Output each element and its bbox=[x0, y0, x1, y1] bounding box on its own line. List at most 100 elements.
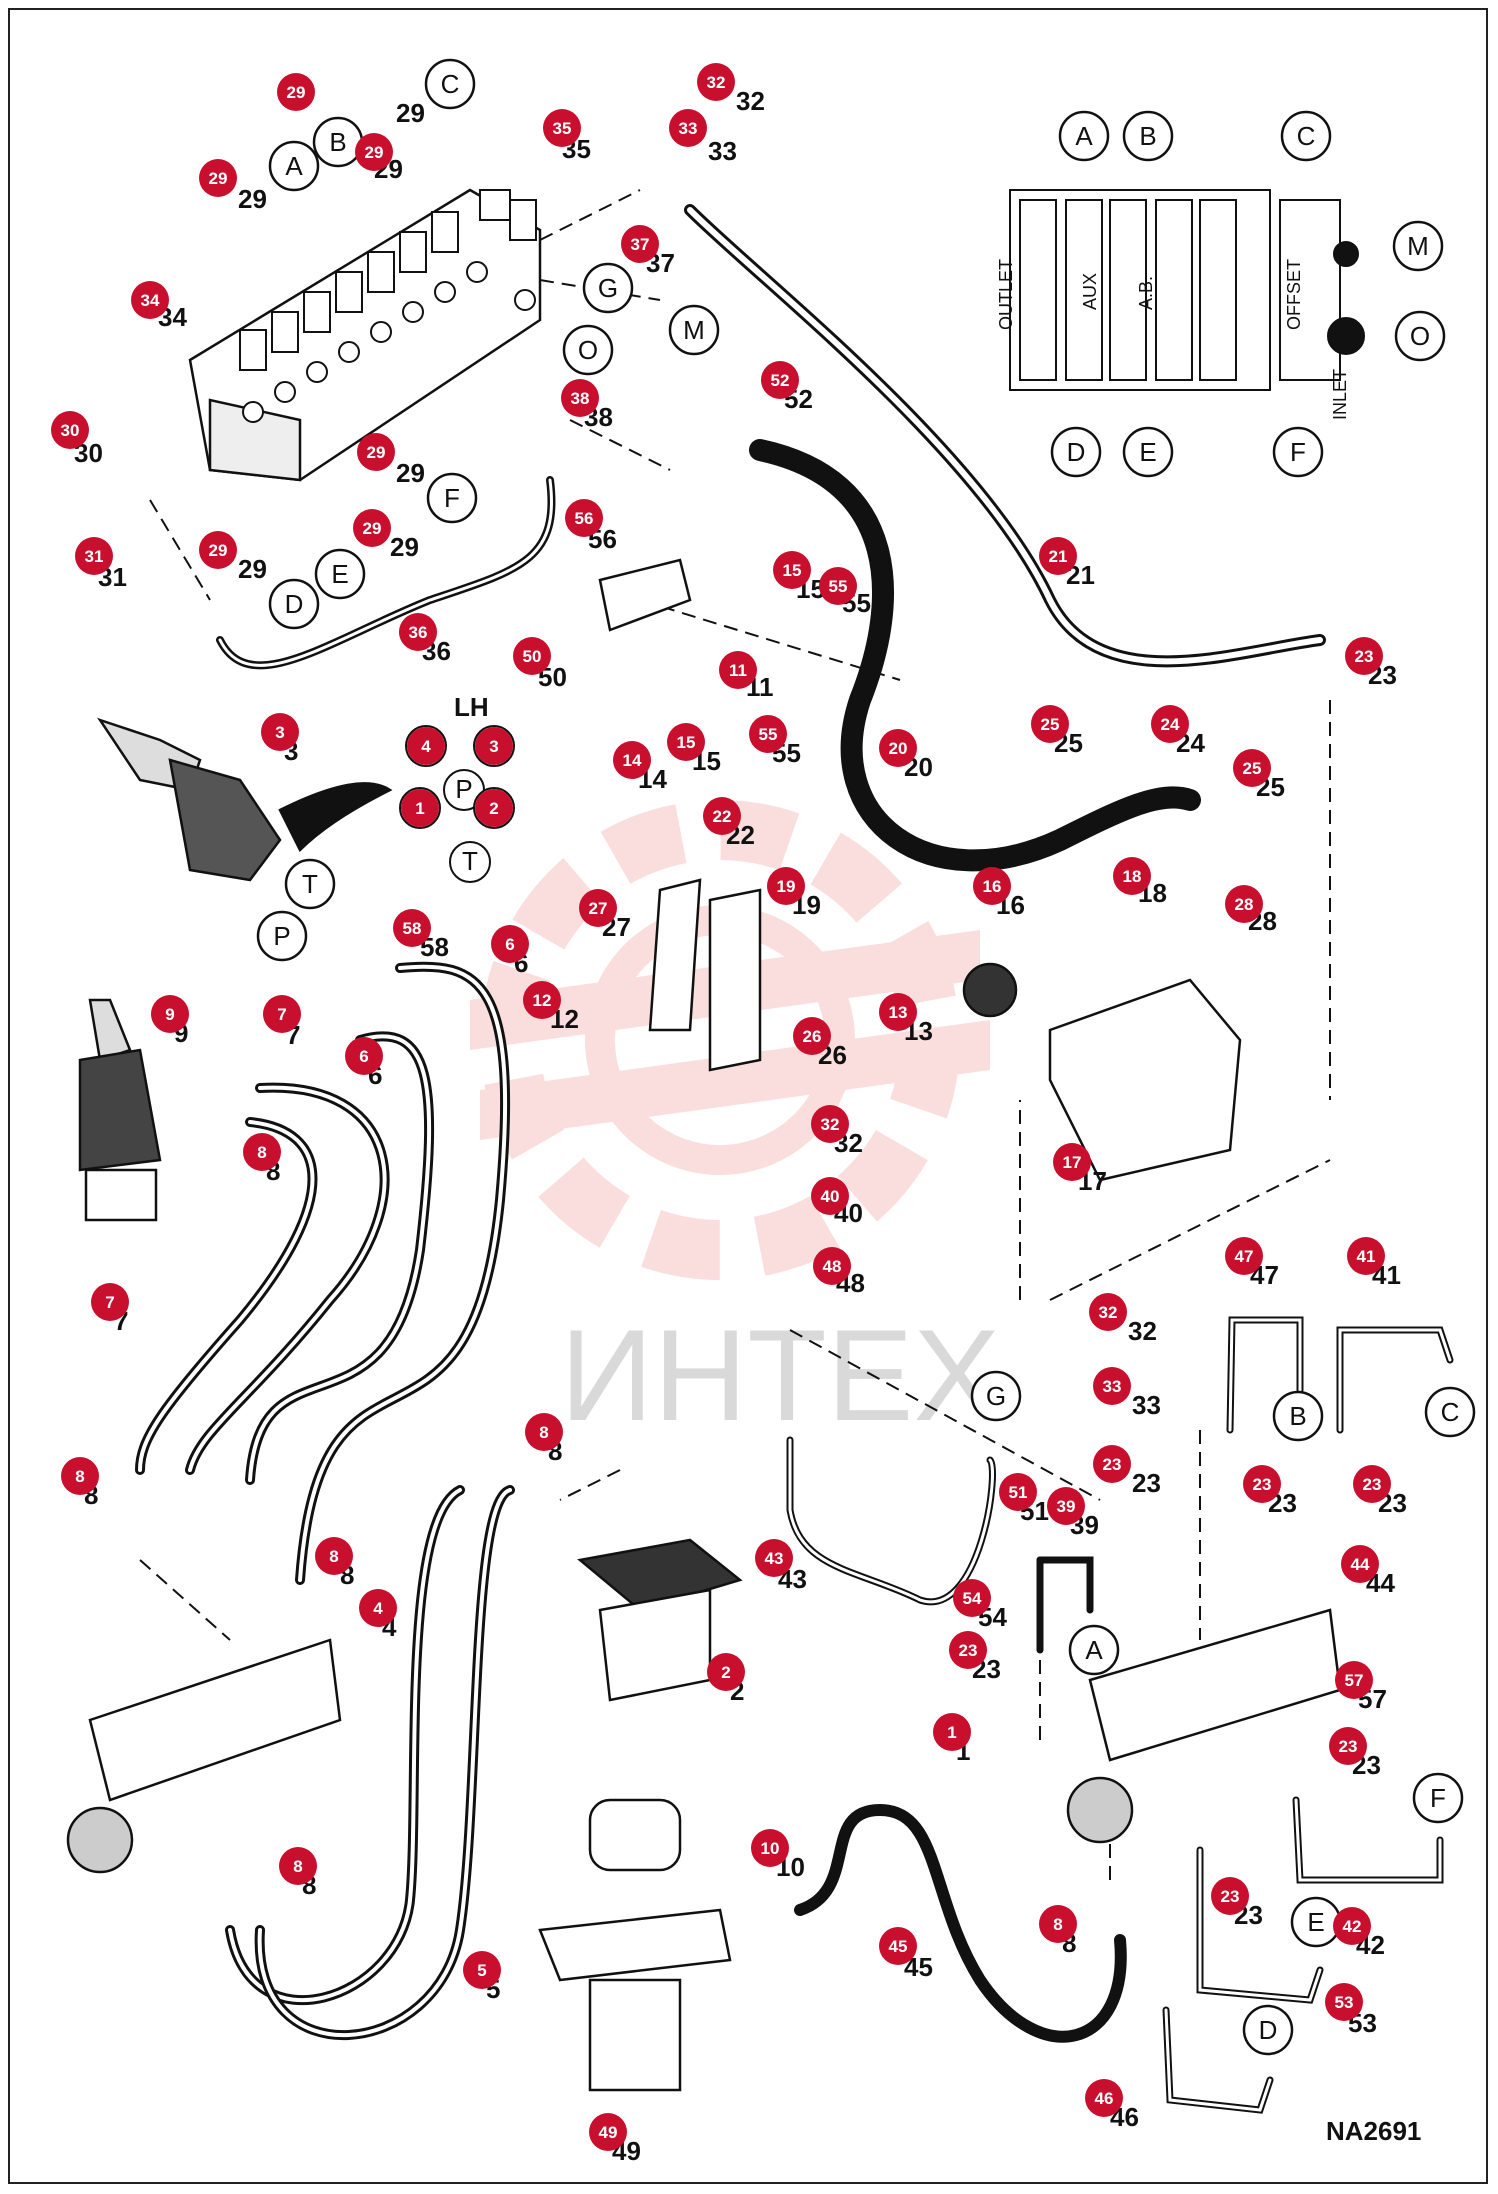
part-callout-bubbles: 2929293233353734523830292929315636211555… bbox=[51, 63, 1391, 2151]
callout-bubble: 33 bbox=[669, 109, 707, 147]
callout-bubble-circle bbox=[525, 1413, 563, 1451]
callout-bubble-number: 35 bbox=[553, 119, 572, 138]
callout-bubble: 46 bbox=[1085, 2079, 1123, 2117]
callout-bubble-circle bbox=[811, 1177, 849, 1215]
callout-bubble-circle bbox=[475, 727, 513, 765]
callout-bubble-circle bbox=[811, 1105, 849, 1143]
port-letter-circle bbox=[1272, 1390, 1324, 1442]
callout-bubble-number: 23 bbox=[959, 1641, 978, 1660]
part-number-label: 29 bbox=[396, 458, 425, 488]
callout-bubble-number: 46 bbox=[1095, 2089, 1114, 2108]
callout-bubble: 3 bbox=[475, 727, 513, 765]
callout-bubble: 6 bbox=[491, 925, 529, 963]
port-letter-text: T bbox=[302, 869, 318, 899]
callout-bubble: 4 bbox=[359, 1589, 397, 1627]
callout-bubble-circle bbox=[1353, 1465, 1391, 1503]
callout-bubble-number: 3 bbox=[275, 723, 284, 742]
callout-bubble-number: 15 bbox=[783, 561, 802, 580]
callout-bubble-circle bbox=[543, 109, 581, 147]
callout-bubble-number: 43 bbox=[765, 1549, 784, 1568]
port-letter-text: P bbox=[273, 921, 290, 951]
port-letter-text: E bbox=[1139, 437, 1156, 467]
callout-bubble: 53 bbox=[1325, 1983, 1363, 2021]
callout-bubble-number: 6 bbox=[505, 935, 514, 954]
callout-bubble: 27 bbox=[579, 889, 617, 927]
callout-bubble-circle bbox=[357, 433, 395, 471]
callout-bubble: 18 bbox=[1113, 857, 1151, 895]
callout-bubble-circle bbox=[1085, 2079, 1123, 2117]
callout-bubble-circle bbox=[719, 651, 757, 689]
port-letter-text: D bbox=[1259, 2015, 1278, 2045]
port-letter-circle bbox=[668, 304, 720, 356]
port-letter: P bbox=[256, 910, 308, 962]
port-letter-circle bbox=[424, 58, 476, 110]
callout-bubble-number: 41 bbox=[1357, 1247, 1376, 1266]
callout-bubble-number: 8 bbox=[1053, 1915, 1062, 1934]
callout-bubble-number: 33 bbox=[679, 119, 698, 138]
callout-bubble-circle bbox=[579, 889, 617, 927]
callout-bubble-number: 29 bbox=[363, 519, 382, 538]
callout-bubble: 23 bbox=[1329, 1727, 1367, 1765]
callout-bubble: 1 bbox=[401, 789, 439, 827]
callout-bubble-number: 21 bbox=[1049, 547, 1068, 566]
callout-bubble: 23 bbox=[1353, 1465, 1391, 1503]
port-letter-text: C bbox=[1441, 1397, 1460, 1427]
port-letter: D bbox=[1242, 2004, 1294, 2056]
callout-bubble-circle bbox=[953, 1579, 991, 1617]
callout-bubble-circle bbox=[491, 925, 529, 963]
callout-bubble: 55 bbox=[749, 715, 787, 753]
callout-bubble-number: 11 bbox=[729, 661, 747, 680]
callout-bubble: 34 bbox=[131, 281, 169, 319]
callout-bubble: 36 bbox=[399, 613, 437, 651]
callout-bubble-number: 7 bbox=[277, 1005, 286, 1024]
callout-bubble-number: 15 bbox=[677, 733, 696, 752]
port-letter-text: D bbox=[285, 589, 304, 619]
callout-bubble-circle bbox=[1233, 749, 1271, 787]
valve-label-offset: OFFSET bbox=[1284, 259, 1304, 330]
callout-bubble-circle bbox=[263, 995, 301, 1033]
port-letter-circle bbox=[268, 140, 320, 192]
callout-bubble-number: 12 bbox=[533, 991, 552, 1010]
callout-bubble-number: 8 bbox=[539, 1423, 548, 1442]
main-control-valve bbox=[188, 188, 542, 482]
callout-bubble-number: 1 bbox=[415, 799, 424, 818]
port-letter-circle bbox=[256, 910, 308, 962]
port-letter-text: A bbox=[1085, 1635, 1103, 1665]
callout-bubble-number: 8 bbox=[75, 1467, 84, 1486]
joystick-lh bbox=[78, 998, 162, 1222]
callout-bubble-number: 7 bbox=[105, 1293, 114, 1312]
callout-bubble: 23 bbox=[1243, 1465, 1281, 1503]
port-letter: B bbox=[1122, 110, 1174, 162]
port-letter-circle bbox=[970, 1370, 1022, 1422]
callout-bubble-circle bbox=[1341, 1545, 1379, 1583]
callout-bubble: 45 bbox=[879, 1927, 917, 1965]
port-letter-circle bbox=[314, 548, 366, 600]
callout-bubble-circle bbox=[933, 1713, 971, 1751]
callout-bubble-number: 23 bbox=[1363, 1475, 1382, 1494]
swivel-joint bbox=[538, 1798, 732, 2092]
callout-bubble: 29 bbox=[353, 509, 391, 547]
port-letter-circle bbox=[1412, 1772, 1464, 1824]
callout-bubble-number: 29 bbox=[209, 169, 228, 188]
port-letter: F bbox=[1272, 426, 1324, 478]
foot-pedal-valve bbox=[577, 1538, 743, 1702]
callout-bubble-number: 22 bbox=[713, 807, 732, 826]
callout-bubble-number: 55 bbox=[759, 725, 778, 744]
callout-bubble-circle bbox=[199, 159, 237, 197]
callout-bubble-number: 51 bbox=[1009, 1483, 1028, 1502]
callout-bubble: 20 bbox=[879, 729, 917, 767]
callout-bubble-circle bbox=[355, 133, 393, 171]
callout-bubble-number: 36 bbox=[409, 623, 428, 642]
callout-bubble: 19 bbox=[767, 867, 805, 905]
callout-bubble: 8 bbox=[61, 1457, 99, 1495]
callout-bubble: 54 bbox=[953, 1579, 991, 1617]
callout-bubble-number: 57 bbox=[1345, 1671, 1364, 1690]
callout-bubble-number: 50 bbox=[523, 647, 542, 666]
pilot-port: T bbox=[449, 841, 491, 883]
callout-bubble: 25 bbox=[1233, 749, 1271, 787]
callout-bubble: 49 bbox=[589, 2113, 627, 2151]
port-letter-circle bbox=[284, 858, 336, 910]
callout-bubble-number: 32 bbox=[707, 73, 726, 92]
port-letter-text: A bbox=[1075, 121, 1093, 151]
callout-bubble-number: 47 bbox=[1235, 1247, 1254, 1266]
